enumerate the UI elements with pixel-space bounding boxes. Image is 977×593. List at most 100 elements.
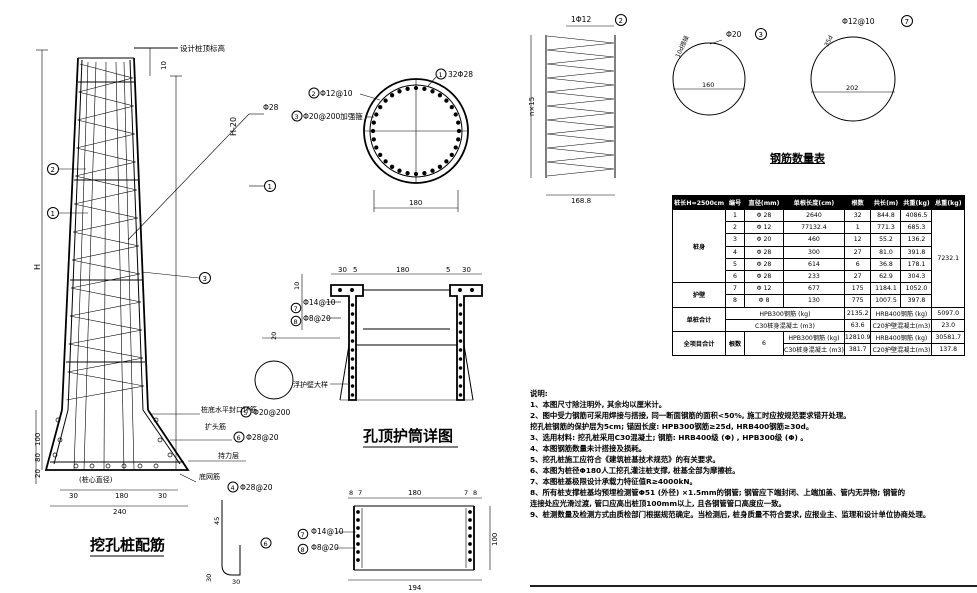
- bar-dot: [57, 437, 63, 443]
- notes-heading: 说明:: [530, 389, 548, 398]
- collar-dim-30a: 30: [338, 266, 347, 274]
- callout-4-circle: [227, 481, 239, 493]
- table-row: 全项目合计 根数 6 HPB300钢筋 (kg) 12810.9 HRB400钢…: [672, 330, 965, 357]
- collar-callout-8: [290, 315, 302, 327]
- table-header-cell: 桩长H=2500cm: [672, 195, 726, 210]
- spiral-dim-side: n×15: [528, 97, 536, 116]
- note-item: 连接处应光滑过渡, 管口应高出桩顶100mm以上, 且各钢管管口高度应一致。: [530, 499, 786, 508]
- table-cell: 1: [843, 221, 872, 235]
- table-cell: 62.9: [870, 269, 902, 284]
- section-dim-180: 180: [409, 199, 422, 207]
- bar-dot: [458, 288, 462, 292]
- callout-5-text: 5: [244, 409, 248, 417]
- rebar-table-title: 钢筋数量表: [770, 152, 825, 165]
- table-cell: C20护壁混凝土(m3): [870, 343, 933, 357]
- bar-dot: [356, 558, 360, 562]
- pile-title: 挖孔桩配筋: [90, 536, 165, 554]
- collar-enlarged-circle: [254, 360, 294, 400]
- bar-dot: [356, 542, 360, 546]
- callout-1-text: 1: [268, 183, 272, 191]
- dim-30a: 30: [69, 492, 78, 500]
- bottom-ring-label: 底网筋: [199, 472, 220, 481]
- table-cell: 304.3: [900, 269, 933, 284]
- bottom-bar-dots: [356, 510, 472, 562]
- section-bar-3: Φ20@200加强箍: [303, 111, 363, 121]
- notes-block: 说明: 1、本图尺寸除注明外, 其余均以厘米计。 2、图中受力钢筋可采用焊接与搭…: [530, 388, 975, 520]
- table-cell: 397.8: [900, 294, 933, 308]
- bar-dot: [52, 452, 58, 458]
- bar-dot: [456, 120, 461, 125]
- bar-dot: [468, 534, 472, 538]
- bar-dot: [378, 152, 383, 158]
- note-item: 9、桩测数量及检测方式由质检部门根据规范确定。当检测后, 桩身质量不符合要求, …: [530, 510, 931, 519]
- pile-spiral-hoops: [66, 63, 145, 401]
- bar-dot: [405, 171, 410, 176]
- table-cell: 381.7: [843, 343, 872, 357]
- bar-dot: [458, 357, 463, 361]
- table-cell: Φ 20: [744, 233, 784, 247]
- table-cell: 844.8: [870, 208, 902, 223]
- pile-bottom-bar-dots: [52, 417, 173, 469]
- section-bar-1: 32Φ28: [448, 70, 473, 79]
- table-cell: C20护壁混凝土(m3): [870, 318, 933, 332]
- bar-dot: [389, 164, 395, 169]
- bar-dot: [374, 145, 379, 150]
- table-cell: Φ 28: [744, 208, 784, 223]
- bar-dot: [468, 510, 472, 514]
- table-cell: 7: [725, 282, 745, 296]
- bottom-ring-detail: 8 7 180 7 8 7 Φ14@10 8 Φ8@20 100 194 45 …: [205, 489, 499, 592]
- table-row: 2 Φ 12 77132.4 1 771.3 685.3: [673, 221, 965, 235]
- bar-phi28-label: Φ28: [263, 103, 279, 112]
- table-header-cell: 共长(m): [870, 195, 902, 210]
- bar-dot: [105, 463, 111, 469]
- collar-bar-8: Φ8@20: [303, 314, 331, 323]
- table-cell: 5: [725, 257, 745, 271]
- group-main-cell: 桩身: [672, 208, 726, 284]
- table-cell: 6: [725, 269, 745, 284]
- single-total-label: 单桩合计: [672, 306, 726, 332]
- note-item: 6、本图为桩径Φ180人工挖孔灌注桩支撑, 桩基全部为摩擦桩。: [530, 466, 740, 475]
- table-cell: 3: [725, 233, 745, 247]
- bar-dot: [437, 164, 443, 169]
- callout-2-text: 2: [51, 166, 55, 174]
- all-total-label: 全项目合计: [672, 330, 726, 357]
- pile-cross-section: 2 Φ12@10 3 Φ20@200加强箍 1 32Φ28 180: [291, 68, 473, 212]
- table-cell: 130: [783, 294, 845, 308]
- table-header-cell: 共重(kg): [900, 195, 933, 210]
- table-cell: 1052.0: [900, 282, 933, 296]
- table-cell: 2135.2: [843, 306, 872, 320]
- table-cell: 137.8: [931, 343, 965, 357]
- table-cell: Φ 12: [744, 221, 784, 235]
- bar-dot: [356, 534, 360, 538]
- dim-30b: 30: [158, 492, 167, 500]
- collar-dim-180: 180: [396, 266, 409, 274]
- pile-top-elev-label: 设计桩顶标高: [180, 43, 225, 53]
- bottom-ring-bar: Φ28@20: [240, 483, 273, 492]
- bar-dot: [371, 120, 376, 125]
- bar-dot: [371, 137, 376, 142]
- note-item: 1、本图尺寸除注明外, 其余均以厘米计。: [530, 400, 667, 409]
- collar-dim-20: 20: [270, 332, 278, 340]
- table-cell: HPB300钢筋 (kg): [725, 306, 845, 320]
- ring-7-dim: 202: [846, 84, 858, 92]
- dim-h: H: [33, 264, 42, 270]
- ring-7-detail: 202 Φ12@10 7 35d: [810, 15, 913, 122]
- bar-dot: [437, 93, 443, 98]
- bottom-dim-45: 45: [213, 517, 221, 525]
- table-cell: 63.6: [843, 318, 872, 332]
- count-label: 根数: [725, 330, 745, 357]
- table-cell: 5097.0: [931, 306, 965, 320]
- table-cell: Φ 12: [744, 282, 784, 296]
- collar-bar-dots: [338, 288, 474, 397]
- table-cell: 12: [843, 233, 872, 247]
- ring-3-callout-text: 3: [759, 31, 763, 39]
- section-callout-2: [308, 87, 320, 99]
- ring-3-dim: 160: [702, 81, 714, 89]
- seal-ring-label: 桩底水平封口环筋: [201, 405, 257, 414]
- bar-dot: [350, 348, 355, 352]
- bar-dot: [468, 518, 472, 522]
- bar-dot: [458, 339, 463, 343]
- bar-dot: [356, 518, 360, 522]
- table-cell: C30桩身混凝土 (m3): [725, 318, 845, 332]
